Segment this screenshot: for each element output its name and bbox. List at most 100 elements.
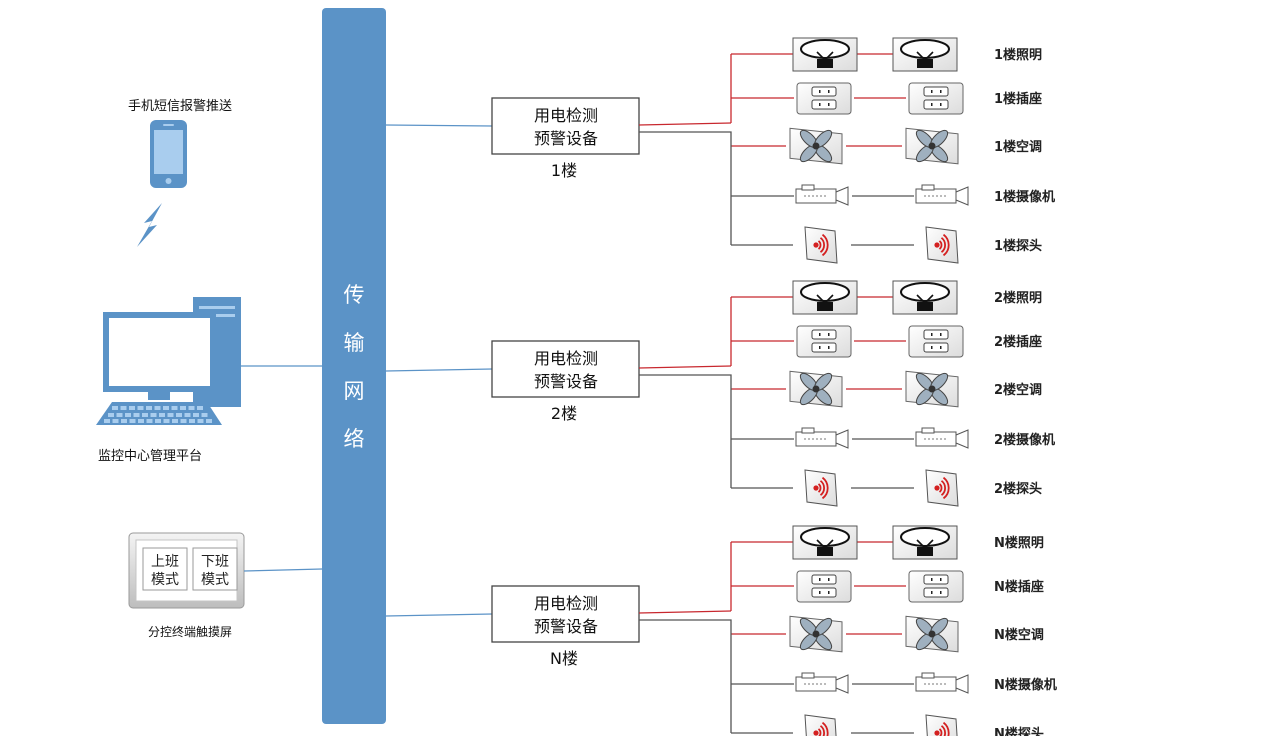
device-line2: 预警设备	[534, 129, 598, 148]
load-label: 2楼照明	[994, 290, 1042, 306]
touch-terminal-node: 上班 模式 下班 模式 分控终端触摸屏	[128, 532, 245, 639]
load-item: N楼探头	[804, 714, 1044, 736]
camera-icon	[915, 427, 969, 449]
night-mode-line1: 下班	[201, 554, 229, 570]
device-line2: 预警设备	[534, 617, 598, 636]
night-mode-line2: 模式	[201, 572, 229, 588]
network-char-4: 络	[344, 427, 365, 451]
power-lines	[638, 53, 906, 147]
load-label: 1楼空调	[994, 139, 1042, 155]
signal-lines	[639, 131, 914, 246]
signal-lines	[639, 619, 914, 734]
load-item: N楼摄像机	[795, 672, 1057, 694]
sensor-icon	[804, 714, 837, 736]
load-label: 2楼摄像机	[994, 432, 1055, 448]
smartphone-icon	[150, 120, 187, 188]
load-label: N楼探头	[994, 726, 1044, 736]
fan-icon	[905, 127, 959, 165]
load-label: 1楼探头	[994, 238, 1042, 254]
load-item: N楼照明	[792, 525, 1044, 560]
fan-icon	[905, 370, 959, 408]
load-label: 1楼照明	[994, 47, 1042, 63]
network-char-3: 网	[344, 379, 365, 403]
sms-label: 手机短信报警推送	[128, 98, 232, 114]
load-item: N楼空调	[789, 615, 1044, 653]
fan-icon	[789, 127, 843, 165]
sms-alert-node: 手机短信报警推送	[128, 98, 232, 247]
floor-label: N楼	[550, 649, 578, 668]
power-lines	[638, 541, 906, 635]
camera-icon	[915, 184, 969, 206]
fan-icon	[789, 370, 843, 408]
load-label: 1楼插座	[994, 91, 1042, 107]
network-char-2: 输	[344, 331, 365, 355]
lamp-icon	[892, 280, 958, 315]
load-item: 1楼空调	[789, 127, 1042, 165]
bus-link	[385, 368, 493, 372]
device-line1: 用电检测	[534, 106, 598, 125]
monitoring-center-node: 监控中心管理平台	[96, 297, 241, 464]
floor-label: 2楼	[551, 404, 577, 423]
load-item: 1楼摄像机	[795, 184, 1055, 206]
camera-icon	[795, 184, 849, 206]
load-label: 1楼摄像机	[994, 189, 1055, 205]
floor-label: 1楼	[551, 161, 577, 180]
transmission-network-bus: 传 输 网 络	[322, 8, 386, 724]
load-label: N楼摄像机	[994, 677, 1057, 693]
device-line1: 用电检测	[534, 349, 598, 368]
day-mode-line1: 上班	[151, 554, 179, 570]
network-char-1: 传	[344, 283, 365, 307]
camera-icon	[795, 672, 849, 694]
left-links	[241, 365, 323, 572]
lamp-icon	[892, 37, 958, 72]
day-mode-line2: 模式	[151, 572, 179, 588]
device-line2: 预警设备	[534, 372, 598, 391]
sensor-icon	[925, 226, 959, 264]
load-item: 1楼插座	[796, 82, 1042, 115]
touch-terminal-label: 分控终端触摸屏	[148, 624, 232, 639]
load-item: N楼插座	[796, 570, 1044, 603]
monitoring-center-label: 监控中心管理平台	[98, 449, 202, 464]
bus-link	[385, 613, 493, 617]
desktop-computer-icon	[96, 297, 241, 425]
day-mode-button[interactable]: 上班 模式	[142, 547, 188, 591]
socket-icon	[796, 570, 852, 603]
lamp-icon	[792, 37, 858, 72]
load-label: 2楼探头	[994, 481, 1042, 497]
load-label: 2楼插座	[994, 334, 1042, 350]
wireless-signal-icon	[137, 203, 162, 247]
load-label: N楼照明	[994, 535, 1044, 551]
socket-icon	[796, 325, 852, 358]
lamp-icon	[792, 525, 858, 560]
load-label: N楼插座	[994, 579, 1044, 595]
lamp-icon	[892, 525, 958, 560]
fan-icon	[905, 615, 959, 653]
night-mode-button[interactable]: 下班 模式	[192, 547, 238, 591]
bus-link	[385, 124, 493, 127]
camera-icon	[795, 427, 849, 449]
load-item: 1楼探头	[804, 226, 1042, 264]
socket-icon	[908, 570, 964, 603]
load-item: 2楼照明	[792, 280, 1042, 315]
load-item: 1楼照明	[792, 37, 1042, 72]
fan-icon	[789, 615, 843, 653]
load-item: 2楼探头	[804, 469, 1042, 507]
camera-icon	[915, 672, 969, 694]
sensor-icon	[925, 469, 959, 507]
sensor-icon	[804, 469, 838, 507]
signal-lines	[639, 374, 914, 489]
socket-icon	[908, 82, 964, 115]
load-item: 2楼空调	[789, 370, 1042, 408]
sensor-icon	[925, 714, 958, 736]
device-line1: 用电检测	[534, 594, 598, 613]
socket-icon	[908, 325, 964, 358]
power-lines	[638, 296, 906, 390]
load-label: N楼空调	[994, 627, 1044, 643]
